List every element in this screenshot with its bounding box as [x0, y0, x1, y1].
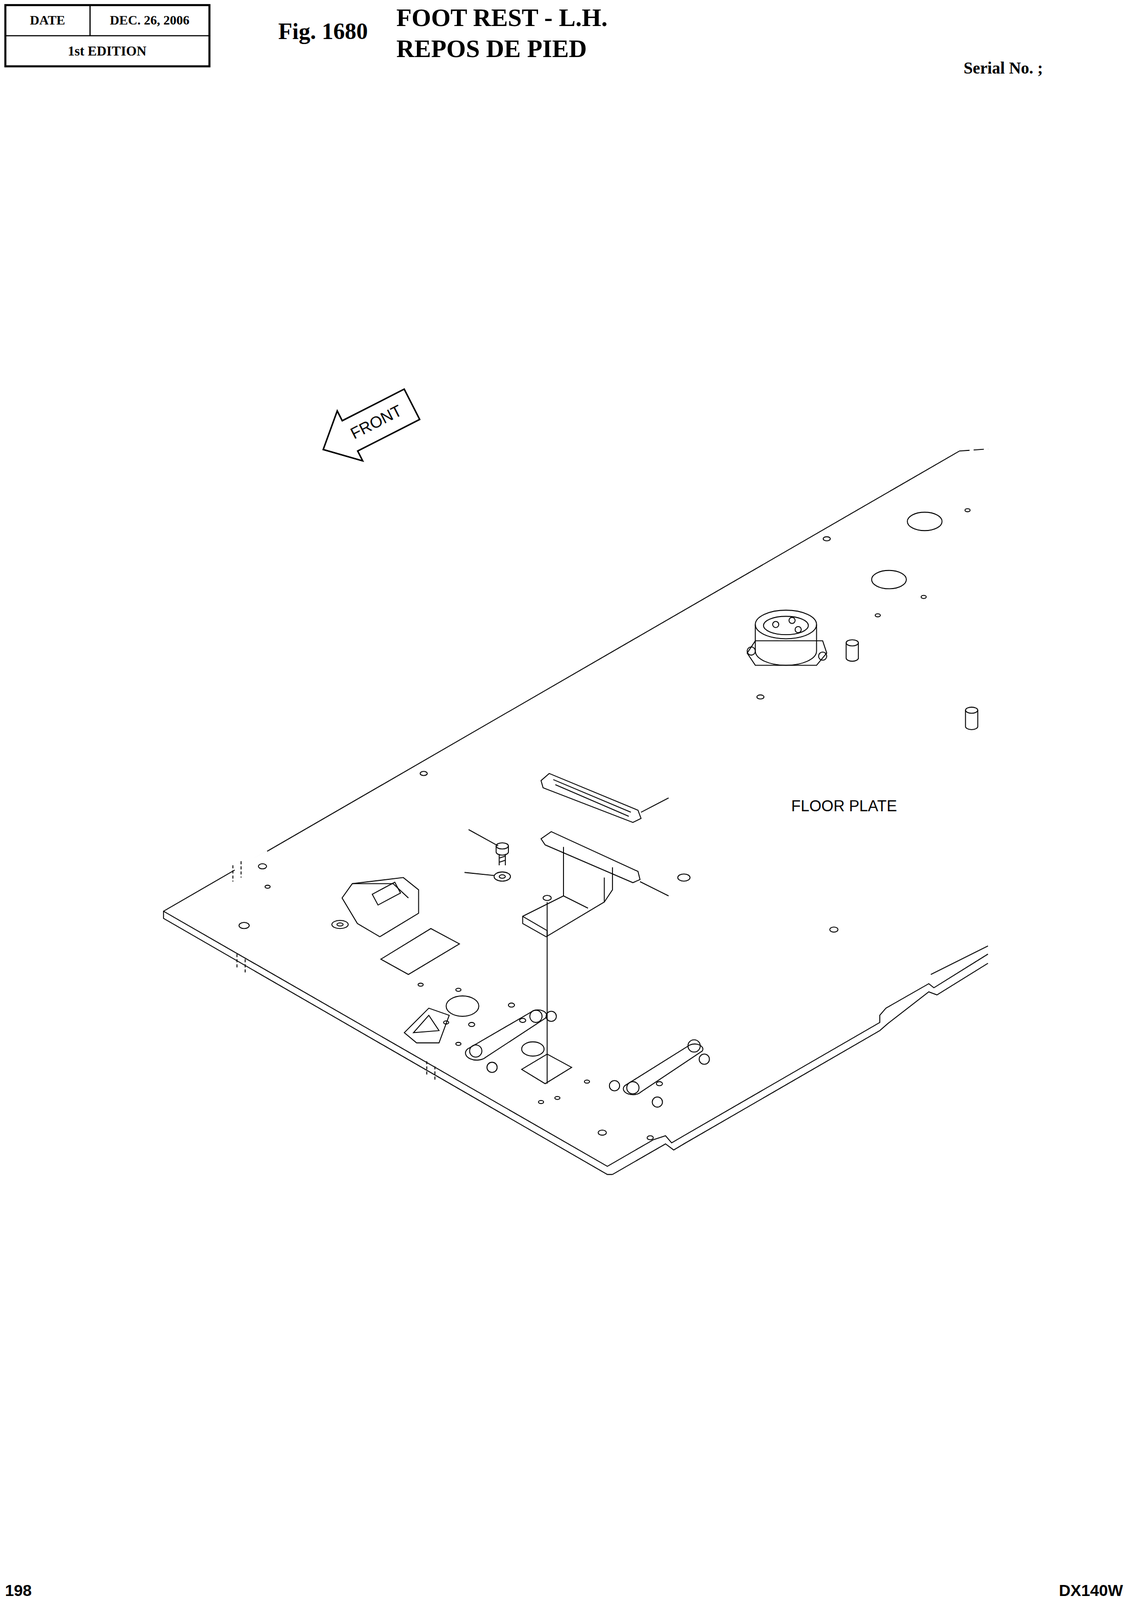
foot-rest-pad [540, 773, 669, 823]
header-cell: DATE [5, 5, 91, 36]
serial-number: Serial No. ; [963, 59, 1043, 78]
page-number: 198 [5, 1581, 32, 1600]
plate-holes [239, 508, 971, 1140]
floor-plate [163, 448, 988, 1175]
header-box [5, 5, 210, 67]
direction-arrow: FRONT [315, 389, 420, 465]
clamps [465, 1009, 710, 1107]
arrow-shape [310, 379, 425, 475]
figure-title: FOOT REST - L.H. [396, 3, 608, 33]
figure-subtitle: REPOS DE PIED [396, 34, 588, 64]
figure-number: Fig. 1680 [278, 18, 368, 46]
fittings [747, 610, 978, 730]
foot-rest-bracket [522, 831, 669, 1084]
bolt-washer [464, 829, 511, 882]
model-name: DX140W [1058, 1581, 1123, 1600]
header-cell: 1st EDITION [5, 35, 210, 67]
part-name: FLOOR PLATE [791, 797, 897, 816]
header-cell: DEC. 26, 2006 [90, 5, 210, 36]
hinge-bracket [331, 877, 572, 1084]
